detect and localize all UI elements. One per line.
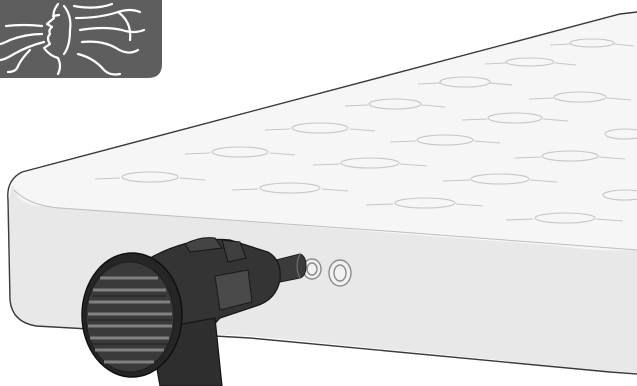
- air-blowing-icon: [0, 0, 162, 78]
